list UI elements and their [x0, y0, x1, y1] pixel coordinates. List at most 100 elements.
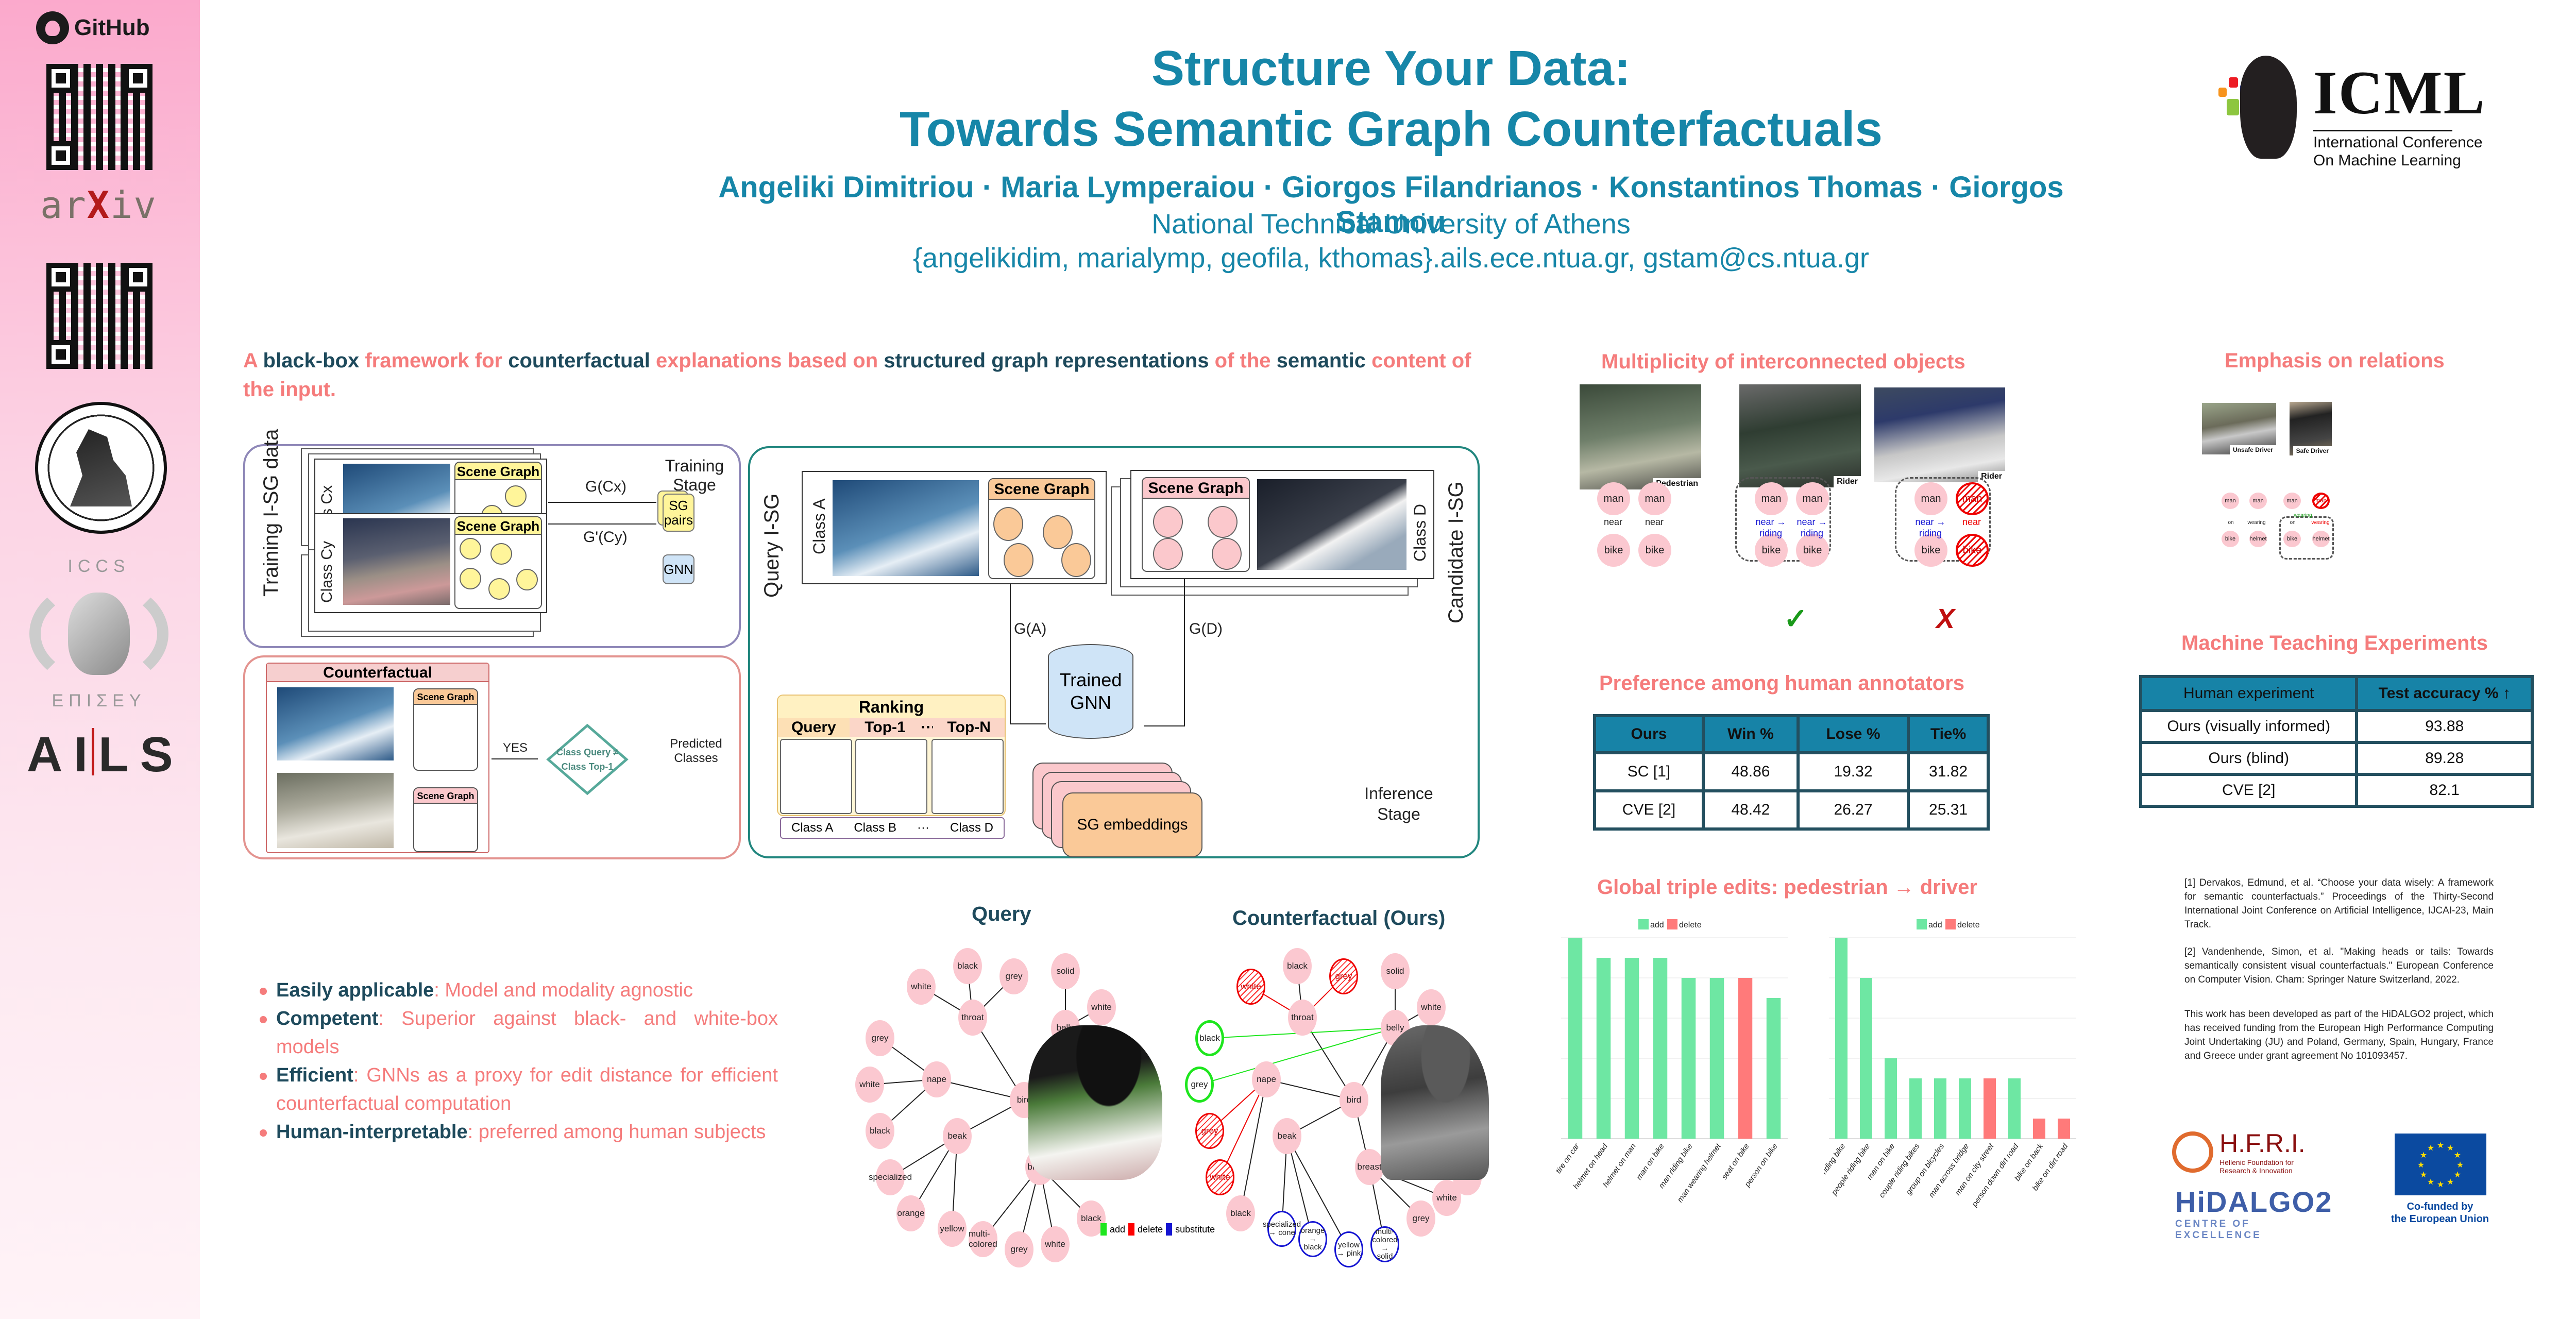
graph-node: man	[1914, 482, 1947, 515]
legend-label: add	[1928, 921, 1942, 929]
arxiv-logo[interactable]: arXiv	[40, 183, 157, 227]
trained-gnn-cylinder: Trained GNN	[1048, 644, 1133, 739]
bar	[1860, 978, 1872, 1139]
tagline-segment: counterfactual	[508, 349, 656, 372]
teaching-title: Machine Teaching Experiments	[2181, 632, 2488, 654]
ranking-col-topn: Top-N	[933, 718, 1005, 737]
bar	[1653, 958, 1668, 1139]
icml-logo: ICML International Conference On Machine…	[2215, 52, 2576, 175]
ails-divider	[92, 728, 94, 775]
arxiv-qr-code[interactable]	[46, 263, 152, 369]
hfri-wordmark: H.F.R.I.	[2219, 1129, 2306, 1158]
ranking-top1-graph	[855, 739, 927, 814]
tagline-segment: content of the input.	[243, 349, 1471, 401]
tagline-segment: framework for	[365, 349, 509, 372]
table-cell: Ours (blind)	[2142, 744, 2355, 773]
ranking-col-top1: Top-1	[849, 718, 921, 737]
iccs-label: ICCS	[67, 556, 130, 576]
class-d-label: Class D	[1411, 503, 1429, 562]
edge-arrow	[548, 502, 656, 503]
ranking-panel: Ranking Query Top-1 ··· Top-N	[777, 695, 1006, 816]
graph-node: multi-colored → solid	[1370, 1226, 1399, 1262]
eu-line: Co-funded by	[2406, 1201, 2473, 1212]
bullet-heading: Human-interpretable	[276, 1121, 468, 1143]
graph-node: man	[1796, 482, 1829, 515]
edge-arrow	[492, 758, 538, 759]
github-label: GitHub	[74, 15, 150, 40]
github-qr-code[interactable]	[46, 64, 152, 170]
icml-line-2: On Machine Learning	[2313, 151, 2461, 169]
graph-node	[1208, 506, 1238, 538]
bar	[1959, 1078, 1971, 1139]
scene-graph-header: Scene Graph	[455, 517, 541, 535]
graph-node	[1153, 538, 1183, 570]
counterfactual-header: Counterfactual	[267, 664, 488, 682]
training-stage-panel: Training I-SG data Class Cx Scene Graph …	[243, 429, 741, 648]
class-cy-label: Class Cy	[318, 540, 335, 603]
hfri-sub-line: Research & Innovation	[2219, 1166, 2293, 1175]
bar	[1568, 938, 1583, 1139]
graph-edge	[1266, 1079, 1354, 1101]
tagline-segment: semantic	[1276, 349, 1372, 372]
check-icon: ✓	[1784, 602, 1808, 635]
github-icon	[36, 11, 69, 44]
sg-embeddings-box: SG embeddings	[1062, 792, 1202, 857]
tagline-segment: explanations based on	[655, 349, 884, 372]
image-caption: Unsafe Driver	[2229, 445, 2276, 454]
graph-node: black	[1283, 948, 1312, 984]
decision-label: Class Query ≠ Class Top-1	[556, 747, 618, 772]
legend-swatch-delete	[1667, 919, 1677, 929]
statue-head-icon	[68, 593, 130, 675]
bullet-item: Competent: Superior against black- and w…	[258, 1005, 778, 1061]
graph-node: beak	[943, 1118, 972, 1154]
image-caption: Rider	[1978, 471, 2005, 482]
unsafe-driver-image: Unsafe Driver	[2202, 403, 2276, 454]
bar	[1681, 978, 1696, 1139]
graph-node	[1212, 538, 1242, 570]
ntua-seal-logo	[35, 402, 167, 534]
graph-node: man	[1755, 482, 1788, 515]
title-line-1: Structure Your Data:	[1151, 41, 1631, 96]
snowboarder-image	[277, 773, 394, 848]
bar	[1885, 1058, 1897, 1139]
legend-label: add	[1110, 1224, 1126, 1235]
ranking-query-graph	[780, 739, 852, 814]
graph-edge	[1219, 1079, 1267, 1178]
bar	[1909, 1078, 1922, 1139]
edge-ga-label: G(A)	[1014, 620, 1047, 637]
affiliation: National Technical University of Athens	[1151, 209, 1631, 240]
graph-node: yellow → pink	[1334, 1231, 1363, 1267]
graph-node	[1061, 543, 1091, 577]
class-a-label: Class A	[810, 498, 828, 554]
ranking-topn-graph	[931, 739, 1004, 814]
preference-title: Preference among human annotators	[1599, 672, 1965, 695]
image-caption: Rider	[1834, 476, 1861, 487]
qr-eye	[124, 64, 152, 93]
table-cell: 93.88	[2358, 712, 2531, 741]
rider-image: Rider	[1874, 387, 2005, 482]
bar	[1738, 978, 1753, 1139]
graph-node: bike	[1638, 534, 1671, 567]
graph-node: bike	[1755, 534, 1788, 567]
edit-highlight-box	[2279, 516, 2334, 560]
table-header-cell: Human experiment	[2142, 678, 2355, 709]
star-icon: ★	[2447, 1178, 2454, 1187]
star-icon: ★	[2456, 1161, 2464, 1170]
star-icon: ★	[2420, 1171, 2427, 1179]
graph-edge	[1199, 1027, 1396, 1085]
query-bird-image	[1028, 1025, 1162, 1180]
github-link[interactable]: GitHub	[36, 11, 150, 44]
relation-label: near	[1603, 517, 1623, 527]
graph-node	[505, 485, 527, 507]
relation-label: near	[1645, 517, 1664, 527]
table-cell: Ours (visually informed)	[2142, 712, 2355, 741]
training-side-label: Training I-SG data	[260, 429, 282, 597]
bullet-item: Efficient: GNNs as a proxy for edit dist…	[258, 1061, 778, 1118]
bar	[1984, 1078, 1996, 1139]
